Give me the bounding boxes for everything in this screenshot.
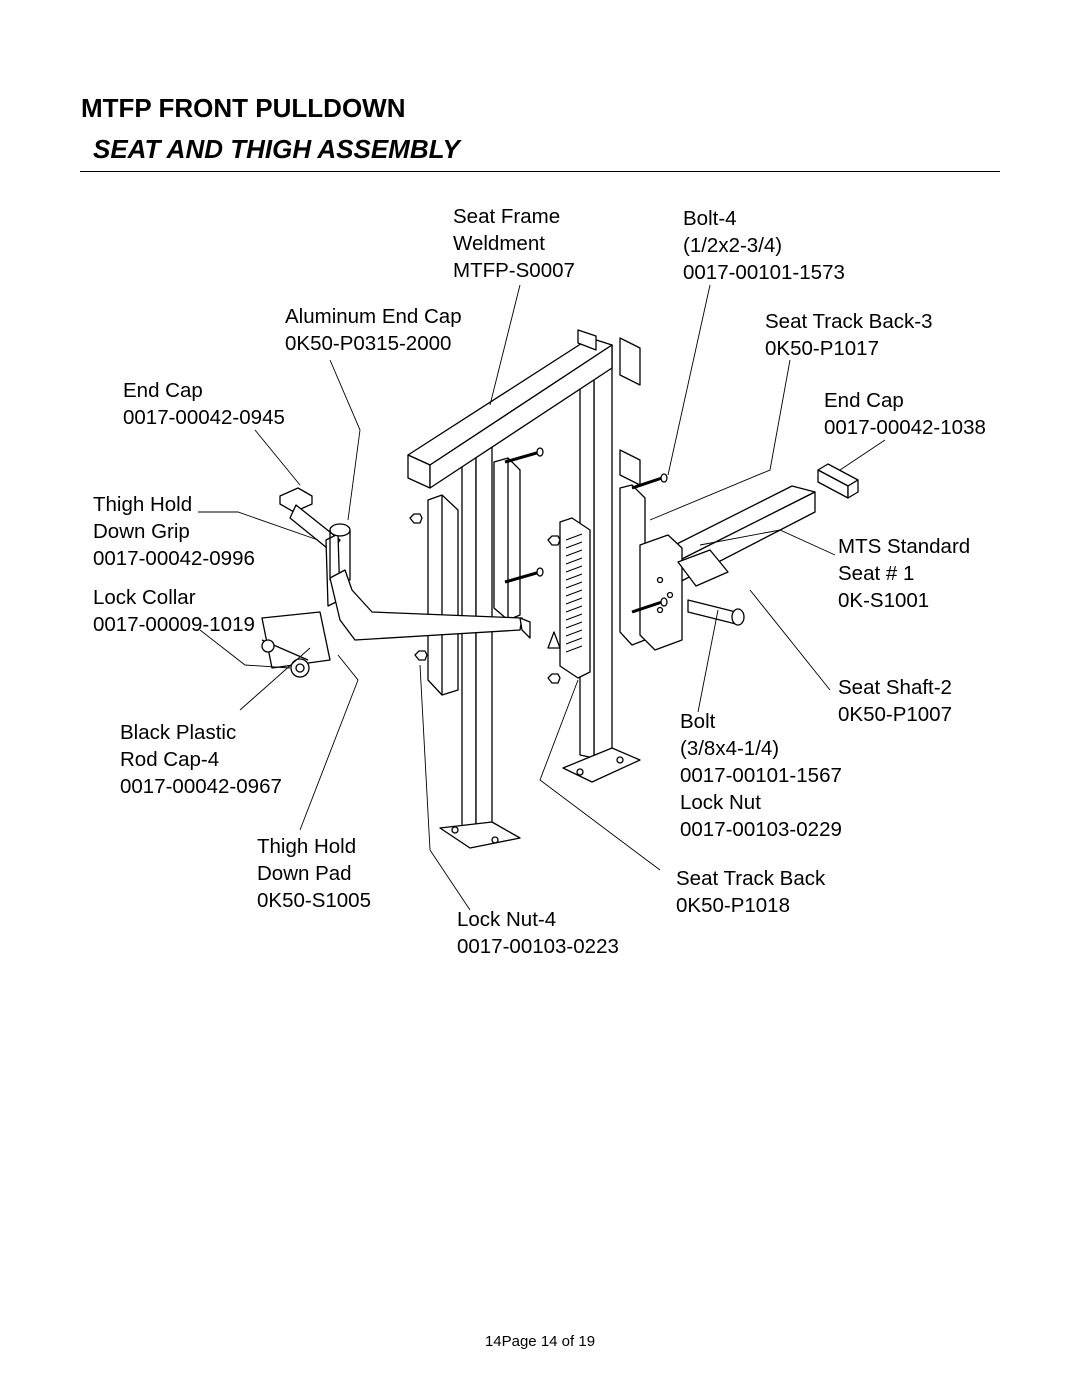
leader-bolt-3-8 bbox=[697, 609, 719, 713]
label-seat-track-back-3: Seat Track Back-3 0K50-P1017 bbox=[765, 310, 933, 360]
top-crossbar bbox=[407, 329, 613, 489]
label-bolt-4: Bolt-4 (1/2x2-3/4) 0017-00101-1573 bbox=[683, 207, 845, 284]
leader-mts-seat bbox=[699, 529, 836, 556]
side-plate-left bbox=[427, 494, 459, 696]
leader-thigh-grip bbox=[198, 511, 319, 541]
side-plate-mid bbox=[493, 451, 541, 621]
end-cap-right-shape bbox=[817, 463, 859, 499]
label-seat-shaft-2: Seat Shaft-2 0K50-P1007 bbox=[838, 676, 952, 726]
leader-aluminum-end-cap bbox=[329, 359, 361, 521]
label-bolt-lock-nut: Bolt (3/8x4-1/4) 0017-00101-1567 Lock Nu… bbox=[680, 710, 842, 841]
side-plate-right bbox=[619, 449, 646, 646]
label-end-cap-right: End Cap 0017-00042-1038 bbox=[824, 389, 986, 439]
label-end-cap-left: End Cap 0017-00042-0945 bbox=[123, 379, 285, 429]
lock-nuts bbox=[409, 513, 561, 684]
page-number: 14Page 14 of 19 bbox=[484, 1333, 596, 1350]
thigh-hold-down bbox=[261, 487, 531, 678]
leader-seat-track-back bbox=[539, 679, 661, 871]
leader-thigh-pad bbox=[299, 654, 359, 831]
leader-bolt-4 bbox=[667, 284, 711, 476]
leader-seat-frame bbox=[489, 284, 521, 406]
leader-end-cap-right bbox=[839, 439, 886, 471]
label-thigh-hold-down-grip: Thigh Hold Down Grip 0017-00042-0996 bbox=[93, 493, 255, 570]
label-seat-track-back: Seat Track Back 0K50-P1018 bbox=[676, 867, 826, 917]
leader-lock-nut-4 bbox=[419, 664, 471, 911]
label-lock-nut-4: Lock Nut-4 0017-00103-0223 bbox=[457, 908, 619, 958]
label-mts-standard-seat: MTS Standard Seat # 1 0K-S1001 bbox=[838, 535, 971, 612]
label-thigh-hold-down-pad: Thigh Hold Down Pad 0K50-S1005 bbox=[257, 835, 371, 912]
header-rule bbox=[80, 171, 1000, 172]
label-aluminum-end-cap: Aluminum End Cap 0K50-P0315-2000 bbox=[285, 305, 462, 355]
seat-track-back-pad bbox=[559, 517, 591, 679]
page-title: MTFP FRONT PULLDOWN bbox=[81, 93, 406, 123]
leader-end-cap-left bbox=[254, 429, 301, 486]
front-upright bbox=[439, 441, 521, 849]
bolts bbox=[504, 447, 668, 614]
leader-seat-shaft bbox=[749, 589, 831, 691]
label-seat-frame: Seat Frame Weldment MTFP-S0007 bbox=[453, 205, 575, 282]
label-black-plastic-rod-cap: Black Plastic Rod Cap-4 0017-00042-0967 bbox=[120, 721, 282, 798]
label-lock-collar: Lock Collar 0017-00009-1019 bbox=[93, 586, 255, 636]
seat-track-arm bbox=[639, 485, 816, 651]
leader-seat-track-back-3 bbox=[649, 359, 791, 521]
leader-rod-cap bbox=[239, 647, 311, 711]
seat-shaft-shape bbox=[687, 599, 745, 626]
page-subtitle: SEAT AND THIGH ASSEMBLY bbox=[93, 134, 460, 164]
leader-lock-collar bbox=[199, 629, 291, 669]
